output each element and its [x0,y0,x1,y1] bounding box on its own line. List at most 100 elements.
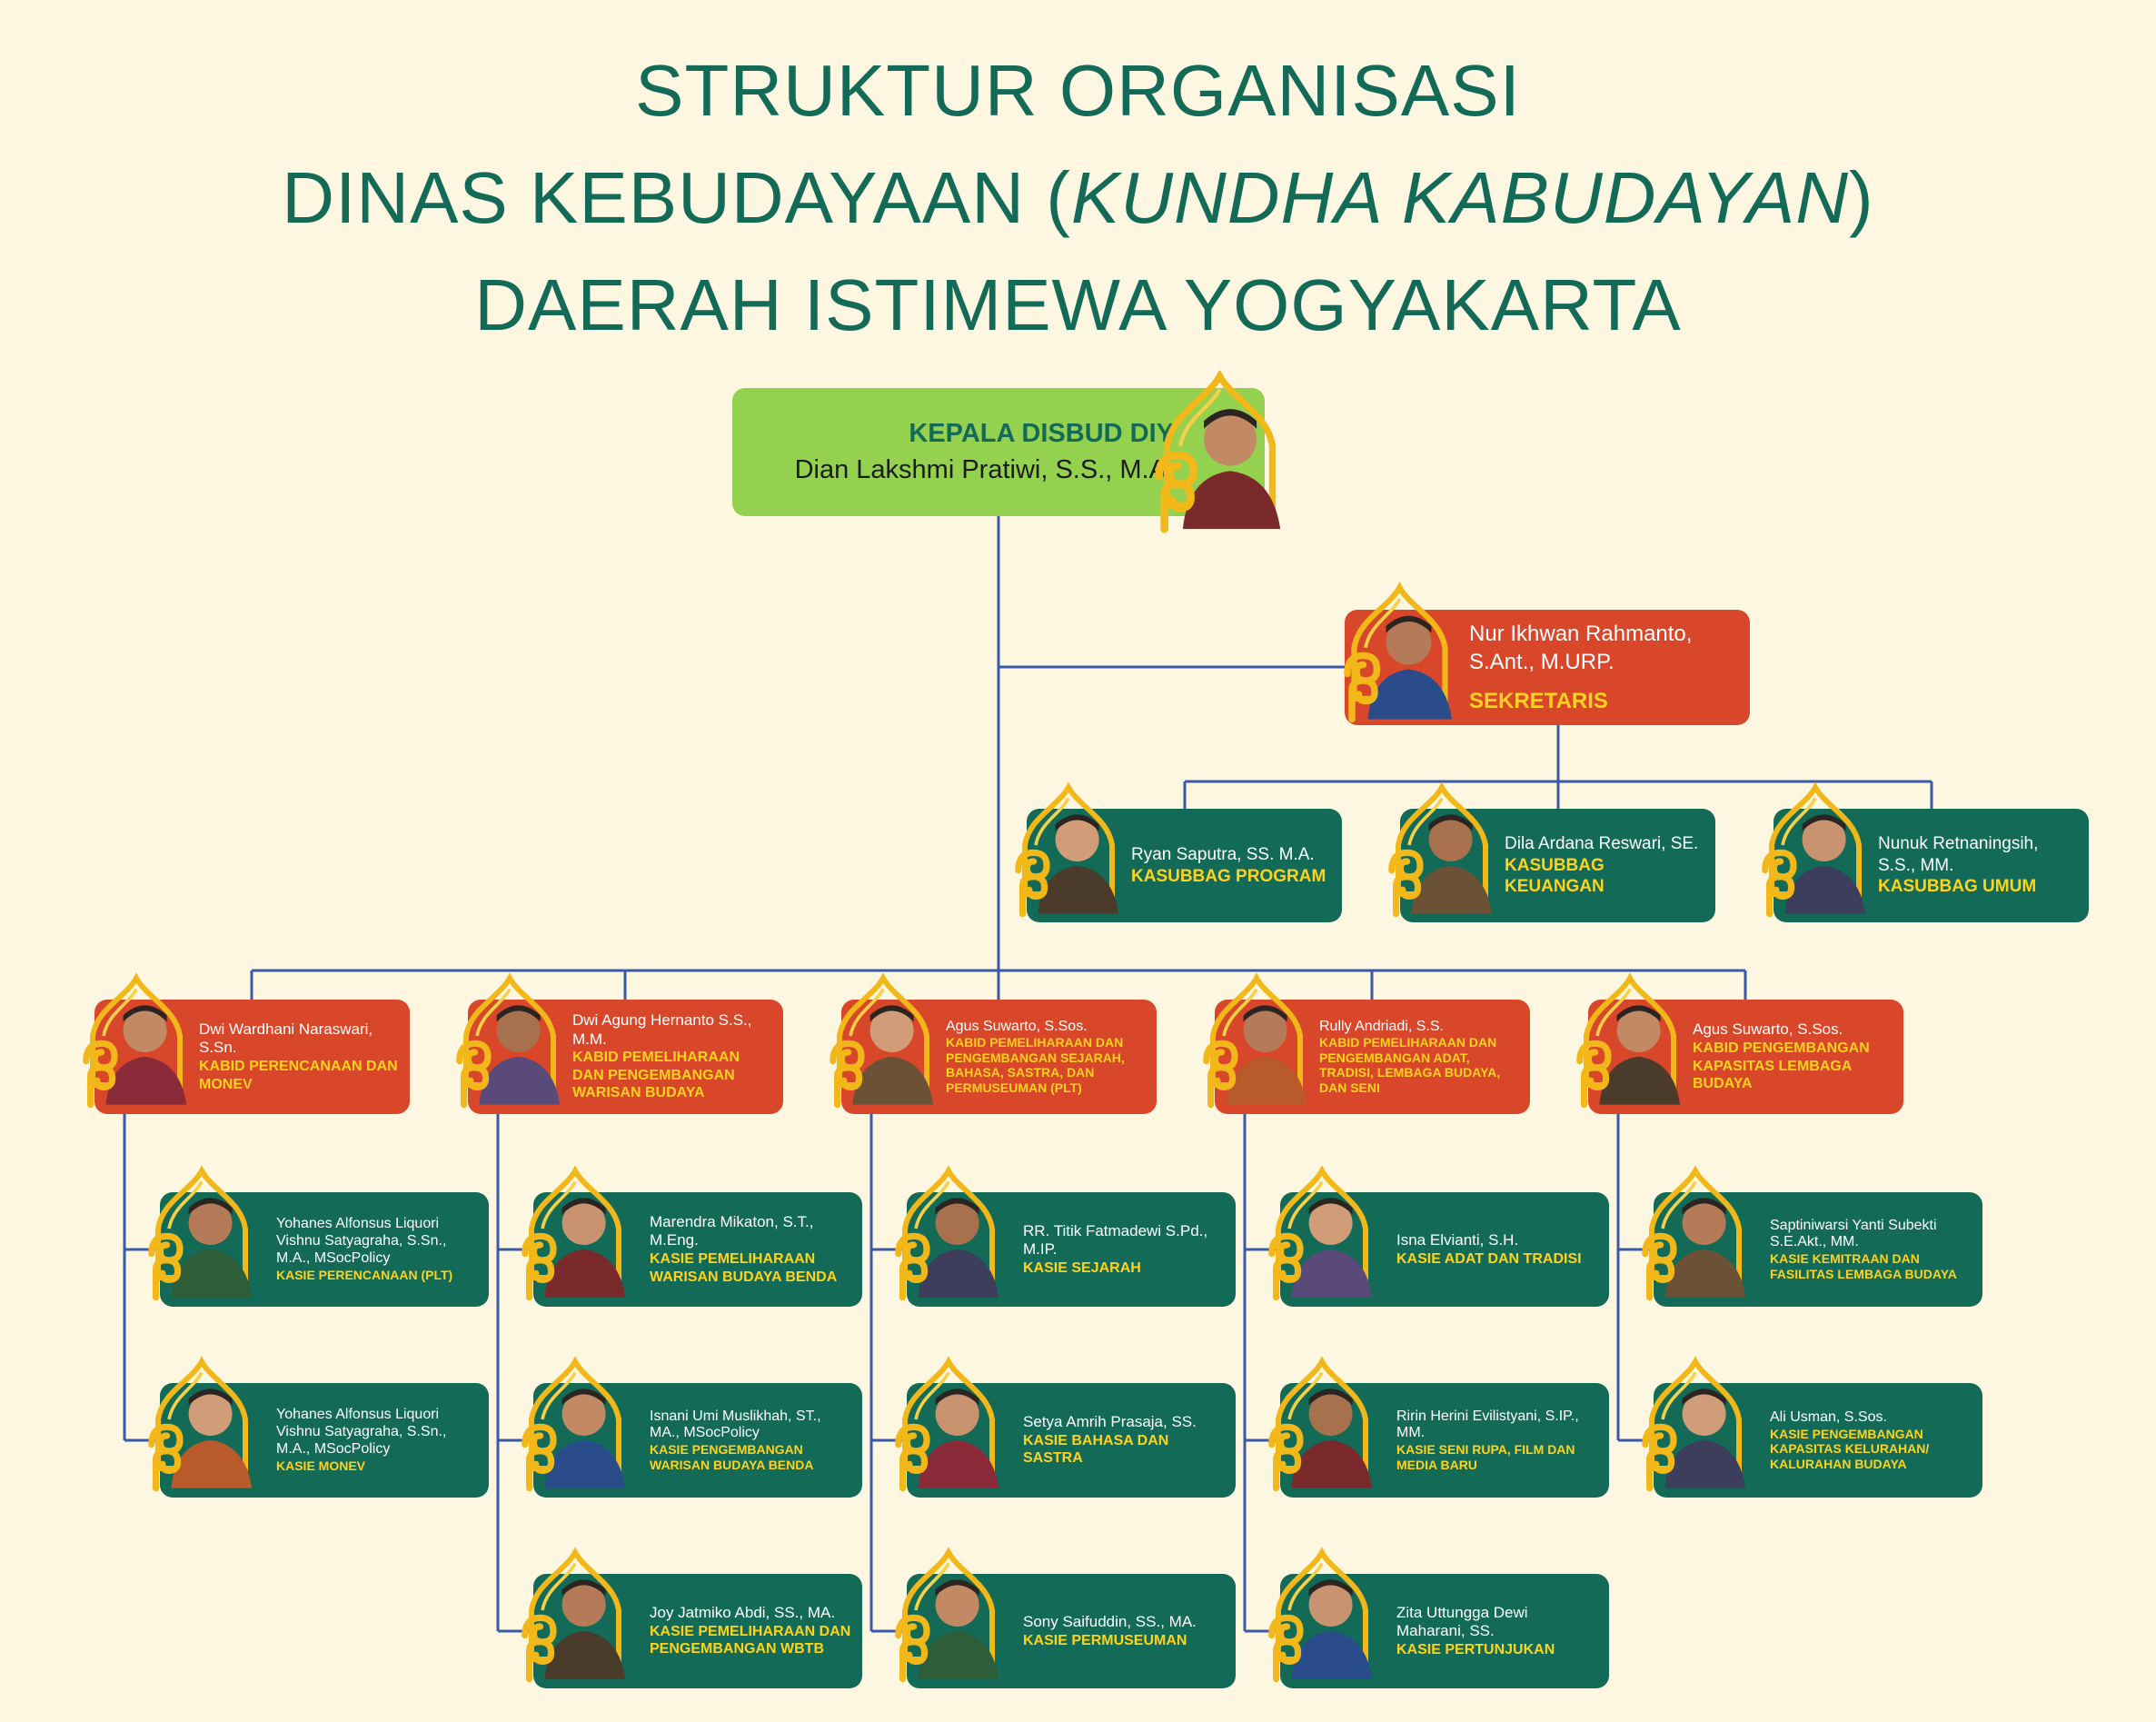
avatar-svg [456,972,561,1109]
section-card-3-1-position: KASIE SENI RUPA, FILM DAN MEDIA BARU [1396,1442,1575,1472]
avatar-svg [83,972,187,1109]
division-card-4-position: KABID PENGEMBANGAN KAPASITAS LEMBAGA BUD… [1693,1040,1870,1092]
section-card-4-0-position: KASIE KEMITRAAN DAN FASILITAS LEMBAGA BU… [1770,1251,1957,1281]
division-card-3-name: Rully Andriadi, S.S. [1319,1018,1444,1034]
section-card-1-0-text: Marendra Mikaton, S.T., M.Eng.KASIE PEME… [650,1192,853,1307]
title-line-2-italic: KUNDHA KABUDAYAN [1070,157,1850,238]
division-card-0-position: KABID PERENCANAAN DAN MONEV [199,1059,398,1092]
subsection-card-1-position: KASUBBAG KEUANGAN [1505,855,1605,897]
title-line-2: DINAS KEBUDAYAAN (KUNDHA KABUDAYAN) [0,162,2156,234]
head-name: Dian Lakshmi Pratiwi, S.S., M.A. [794,454,1174,484]
section-card-2-1-text: Setya Amrih Prasaja, SS.KASIE BAHASA DAN… [1023,1383,1227,1498]
division-card-3-text: Rully Andriadi, S.S.KABID PEMELIHARAAN D… [1319,1000,1521,1114]
division-card-2-text: Agus Suwarto, S.Sos.KABID PEMELIHARAAN D… [946,1000,1148,1114]
section-card-4-1-position: KASIE PENGEMBANGAN KAPASITAS KELURAHAN/ … [1770,1426,1930,1471]
section-card-3-1-name: Ririn Herini Evilistyani, S.IP., MM. [1396,1408,1579,1441]
section-card-3-1-text: Ririn Herini Evilistyani, S.IP., MM.KASI… [1396,1383,1600,1498]
avatar-svg [522,1165,626,1301]
division-card-4-text: Agus Suwarto, S.Sos.KABID PENGEMBANGAN K… [1693,1000,1894,1114]
title-line-3: DAERAH ISTIMEWA YOGYAKARTA [474,264,1682,345]
section-card-4-1-text: Ali Usman, S.Sos.KASIE PENGEMBANGAN KAPA… [1770,1383,1973,1498]
section-card-0-0-avatar [147,1165,256,1303]
secretary-name: Nur Ikhwan Rahmanto, S.Ant., M.URP. [1469,621,1693,674]
avatar-svg [1268,1356,1373,1492]
head-avatar [1154,369,1286,534]
division-card-4-name: Agus Suwarto, S.Sos. [1693,1020,1843,1039]
section-card-1-1-text: Isnani Umi Muslikhah, ST., MA., MSocPoli… [650,1383,853,1498]
section-card-3-0-name: Isna Elvianti, S.H. [1396,1230,1519,1249]
avatar-svg [1344,582,1452,723]
section-card-3-2-text: Zita Uttungga Dewi Maharani, SS.KASIE PE… [1396,1574,1600,1688]
section-card-1-2-avatar [521,1547,630,1685]
subsection-card-2-text: Nunuk Retnaningsih, S.S., MM.KASUBBAG UM… [1878,809,2080,922]
section-card-4-0-text: Saptiniwarsi Yanti Subekti S.E.Akt., MM.… [1770,1192,1973,1307]
section-card-1-0-position: KASIE PEMELIHARAAN WARISAN BUDAYA BENDA [650,1251,838,1285]
section-card-1-2-name: Joy Jatmiko Abdi, SS., MA. [650,1604,836,1622]
section-card-4-1-name: Ali Usman, S.Sos. [1770,1408,1887,1425]
avatar-svg [148,1356,253,1492]
avatar-svg [1015,781,1119,918]
section-card-3-2-avatar [1267,1547,1376,1685]
section-card-4-0-name: Saptiniwarsi Yanti Subekti S.E.Akt., MM. [1770,1217,1937,1250]
section-card-1-2-position: KASIE PEMELIHARAAN DAN PENGEMBANGAN WBTB [650,1623,851,1657]
section-card-1-1-position: KASIE PENGEMBANGAN WARISAN BUDAYA BENDA [650,1442,814,1472]
section-card-1-1-avatar [521,1356,630,1494]
avatar-svg [1268,1165,1373,1301]
secretary-avatar [1343,582,1456,725]
section-card-3-2-name: Zita Uttungga Dewi Maharani, SS. [1396,1603,1528,1640]
subsection-card-2-avatar [1761,781,1870,920]
section-card-2-0-position: KASIE SEJARAH [1023,1259,1141,1276]
secretary-position: SEKRETARIS [1469,689,1608,714]
section-card-0-0-text: Yohanes Alfonsus Liquori Vishnu Satyagra… [276,1192,480,1307]
section-card-4-0-avatar [1641,1165,1750,1303]
head-text: KEPALA DISBUD DIY Dian Lakshmi Pratiwi, … [769,388,1174,516]
section-card-3-0-position: KASIE ADAT DAN TRADISI [1396,1250,1582,1267]
section-card-0-1-name: Yohanes Alfonsus Liquori Vishnu Satyagra… [276,1407,447,1458]
section-card-3-0-text: Isna Elvianti, S.H.KASIE ADAT DAN TRADIS… [1396,1192,1600,1307]
secretary-text: Nur Ikhwan Rahmanto, S.Ant., M.URP. SEKR… [1469,610,1741,725]
section-card-2-1-name: Setya Amrih Prasaja, SS. [1023,1413,1197,1431]
section-card-2-0-avatar [894,1165,1003,1303]
section-card-2-0-text: RR. Titik Fatmadewi S.Pd., M.IP.KASIE SE… [1023,1192,1227,1307]
avatar-svg [1762,781,1866,918]
avatar-svg [1642,1165,1746,1301]
title-line-2-suffix: ) [1849,157,1874,238]
subsection-card-0-text: Ryan Saputra, SS. M.A.KASUBBAG PROGRAM [1131,809,1333,922]
division-card-3-avatar [1202,972,1311,1110]
division-card-0-text: Dwi Wardhani Naraswari, S.Sn.KABID PEREN… [199,1000,401,1114]
division-card-1-position: KABID PEMELIHARAAN DAN PENGEMBANGAN WARI… [572,1050,740,1101]
division-card-1-name: Dwi Agung Hernanto S.S., M.M. [572,1010,752,1048]
avatar-svg [1576,972,1681,1109]
section-card-2-1[interactable]: Setya Amrih Prasaja, SS.KASIE BAHASA DAN… [907,1383,1236,1498]
division-card-4-avatar [1575,972,1684,1110]
section-card-0-1-position: KASIE MONEV [276,1458,366,1474]
avatar-svg [1155,369,1281,533]
subsection-card-1-text: Dila Ardana Reswari, SE.KASUBBAG KEUANGA… [1505,809,1706,922]
head-card[interactable]: KEPALA DISBUD DIY Dian Lakshmi Pratiwi, … [732,388,1265,516]
section-card-1-1-name: Isnani Umi Muslikhah, ST., MA., MSocPoli… [650,1408,821,1441]
section-card-0-1-text: Yohanes Alfonsus Liquori Vishnu Satyagra… [276,1383,480,1498]
avatar-svg [830,972,934,1109]
head-position: KEPALA DISBUD DIY [909,419,1174,449]
subsection-card-0-avatar [1014,781,1123,920]
section-card-2-2-name: Sony Saifuddin, SS., MA. [1023,1612,1197,1630]
section-card-2-1-position: KASIE BAHASA DAN SASTRA [1023,1432,1169,1467]
subsection-card-2-position: KASUBBAG UMUM [1878,877,2037,897]
division-card-2-avatar [829,972,938,1110]
subsection-card-0-position: KASUBBAG PROGRAM [1131,866,1326,886]
division-card-0-name: Dwi Wardhani Naraswari, S.Sn. [199,1020,373,1057]
division-card-1-text: Dwi Agung Hernanto S.S., M.M.KABID PEMEL… [572,1000,774,1114]
avatar-svg [895,1165,999,1301]
avatar-svg [1203,972,1307,1109]
avatar-svg [895,1547,999,1683]
title-line-2-prefix: DINAS KEBUDAYAAN ( [282,157,1071,238]
division-card-2-position: KABID PEMELIHARAAN DAN PENGEMBANGAN SEJA… [946,1035,1125,1095]
avatar-svg [1268,1547,1373,1683]
subsection-card-0-name: Ryan Saputra, SS. M.A. [1131,844,1315,864]
section-card-0-1-avatar [147,1356,256,1494]
avatar-svg [522,1356,626,1492]
division-card-3-position: KABID PEMELIHARAAN DAN PENGEMBANGAN ADAT… [1319,1035,1501,1095]
title-line-1: STRUKTUR ORGANISASI [635,50,1521,131]
avatar-svg [522,1547,626,1683]
section-card-1-0-name: Marendra Mikaton, S.T., M.Eng. [650,1212,814,1249]
